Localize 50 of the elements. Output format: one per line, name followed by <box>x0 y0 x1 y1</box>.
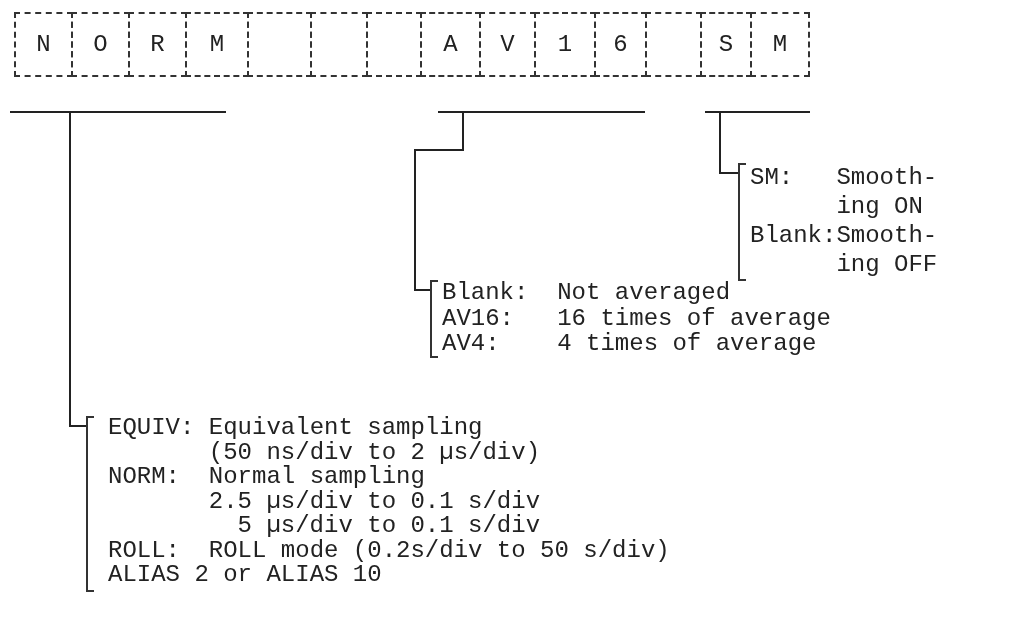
option-description: 16 times of average <box>557 305 831 331</box>
character-cell <box>750 12 810 77</box>
cell-character: M <box>209 32 225 57</box>
option-description: Smooth- ing OFF <box>836 221 938 279</box>
option-code: Blank: <box>442 280 530 306</box>
cell-character: N <box>36 32 51 57</box>
option-description: Not averaged <box>557 280 731 306</box>
character-cell <box>420 12 481 77</box>
character-cell <box>700 12 752 77</box>
character-cell <box>479 12 536 77</box>
character-cell <box>71 12 130 77</box>
option-code: SM: <box>750 163 795 193</box>
underline-bar <box>10 111 226 113</box>
cell-character: M <box>772 32 788 57</box>
cell-character: S <box>718 32 734 57</box>
option-code: NORM: <box>108 465 181 490</box>
character-cell <box>247 12 312 77</box>
option-description: 5 µs/div to 0.1 s/div <box>237 514 541 539</box>
option-description: 2.5 µs/div to 0.1 s/div <box>208 489 541 514</box>
option-description: 4 times of average <box>557 331 817 357</box>
option-description: Equivalent sampling <box>208 416 483 441</box>
underline-bar <box>438 111 645 113</box>
option-code: ROLL: <box>108 538 181 563</box>
cell-character: A <box>443 32 458 57</box>
connector-line <box>719 112 739 174</box>
option-code: Blank: <box>750 221 837 251</box>
character-cell <box>128 12 187 77</box>
option-description: Normal sampling <box>208 465 425 490</box>
option-code: AV16: <box>442 305 515 331</box>
cell-character: 1 <box>557 32 573 57</box>
character-cell <box>645 12 702 77</box>
cell-character: O <box>93 32 108 57</box>
character-cell <box>594 12 647 77</box>
connector-line <box>69 112 87 427</box>
character-cell <box>366 12 422 77</box>
option-description: ROLL mode (0.2s/div to 50 s/div) <box>208 538 670 563</box>
character-cell <box>310 12 368 77</box>
option-description: Smooth- ing ON <box>836 163 938 221</box>
cell-character: V <box>500 32 515 57</box>
underline-bar <box>705 111 810 113</box>
option-code: EQUIV: <box>108 416 196 441</box>
option-description: (50 ns/div to 2 µs/div) <box>208 440 541 465</box>
cell-character: 6 <box>613 32 628 57</box>
character-cell <box>534 12 596 77</box>
connector-line <box>414 112 464 291</box>
character-cell <box>14 12 73 77</box>
option-description: ALIAS 2 or ALIAS 10 <box>108 563 382 588</box>
character-cell <box>185 12 249 77</box>
cell-character: R <box>150 32 165 57</box>
option-code: AV4: <box>442 331 501 357</box>
